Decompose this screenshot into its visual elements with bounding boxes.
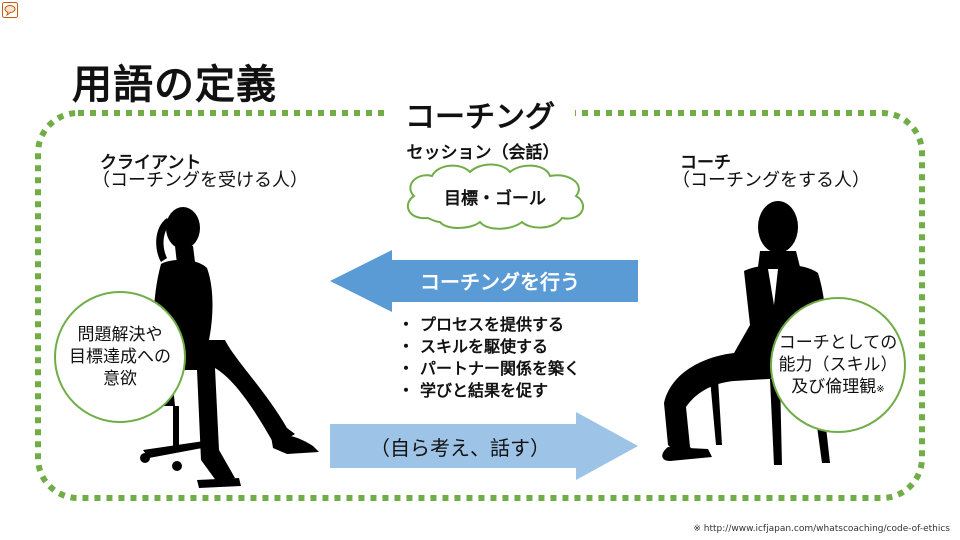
list-item: パートナー関係を築く [398, 358, 580, 380]
client-circle-line: 問題解決や [77, 324, 163, 345]
list-item: スキルを駆使する [398, 336, 580, 358]
top-arrow-label: コーチングを行う [420, 270, 580, 294]
cloud-text: 目標・ゴール [444, 189, 546, 209]
client-circle-line: 目標達成への [69, 346, 171, 367]
list-item: プロセスを提供する [398, 314, 580, 336]
coach-circle-mark: ※ [876, 384, 885, 396]
session-label: セッション（会話） [406, 143, 560, 163]
footnote: ※ http://www.icfjapan.com/whatscoaching/… [693, 524, 950, 534]
coach-circle-line: 能力（スキル） [778, 354, 898, 375]
bottom-arrow-right [330, 412, 638, 480]
bottom-arrow-label: （自ら考え、話す） [370, 436, 550, 460]
list-item: 学びと結果を促す [398, 380, 580, 402]
client-subtitle: （コーチングを受ける人） [92, 170, 308, 191]
coach-circle-line: 及び倫理観 [791, 377, 877, 398]
coach-subtitle: （コーチングをする人） [672, 170, 870, 191]
cloud-shape [406, 163, 584, 230]
coaching-actions-list: プロセスを提供する スキルを駆使する パートナー関係を築く 学びと結果を促す [398, 314, 580, 402]
top-arrow-left [330, 250, 638, 312]
client-motivation-circle: 問題解決や 目標達成への 意欲 [54, 291, 186, 423]
coach-circle-line: コーチとしての [778, 332, 898, 353]
client-circle-line: 意欲 [103, 369, 137, 390]
page-title: 用語の定義 [72, 62, 277, 108]
client-title: クライアント [100, 153, 202, 173]
coach-skill-circle: コーチとしての 能力（スキル） 及び倫理観※ [770, 297, 906, 433]
frame-label: コーチング [385, 92, 575, 136]
speech-bubble-icon [2, 2, 18, 18]
coach-title: コーチ [680, 153, 731, 173]
